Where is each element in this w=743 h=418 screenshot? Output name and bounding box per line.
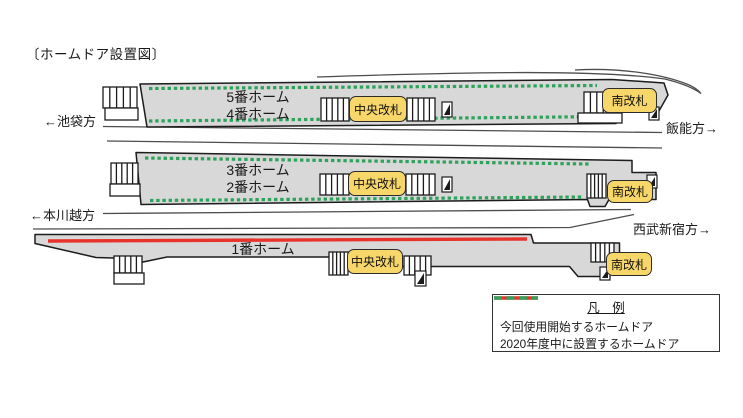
- central-gate-box-middle: 中央改札: [348, 171, 406, 196]
- legend-title: 凡 例: [587, 301, 625, 315]
- legend-item-planned-doors: 2020年度中に設置するホームドア: [493, 296, 719, 352]
- stairs-icon: [320, 97, 350, 122]
- central-gate-box-bottom: 中央改札: [347, 249, 403, 274]
- stairs-icon: [405, 173, 436, 196]
- track-line: [102, 208, 632, 215]
- legend-label-new-doors: 今回使用開始するホームドア: [500, 320, 654, 334]
- elevator-icons: [414, 101, 660, 287]
- planned-door-line-mid-lower: [149, 195, 584, 203]
- stairs-icon: [113, 255, 145, 285]
- platform-5-4-label: 5番ホーム 4番ホーム: [199, 89, 317, 123]
- platform-2-label: 2番ホーム: [226, 179, 290, 195]
- direction-label-seibushinjuku: 西武新宿方→: [633, 222, 712, 237]
- green-dashed-line-swatch: [494, 296, 538, 300]
- platform-1-label: 1番ホーム: [231, 241, 295, 257]
- track-line: [32, 213, 635, 230]
- track-line: [102, 125, 663, 134]
- direction-label-hanno: 飯能方→: [666, 121, 719, 136]
- platform-4-label: 4番ホーム: [226, 106, 290, 122]
- legend-box: 凡 例 今回使用開始するホームドア 2020年度中に設置するホームドア: [492, 294, 720, 352]
- elevator-icon: [441, 101, 453, 118]
- elevator-icon: [414, 270, 427, 287]
- stairs-icon: [328, 251, 349, 276]
- stairs-icon: [102, 86, 139, 121]
- central-gate-box-top: 中央改札: [349, 96, 407, 122]
- direction-label-honkawagoe: ←本川越方: [30, 208, 96, 223]
- platform-3-2-label: 3番ホーム 2番ホーム: [199, 162, 317, 196]
- track-lines: [32, 68, 702, 230]
- track-line: [574, 68, 702, 94]
- south-gate-box-middle: 南改札: [607, 180, 653, 203]
- track-line: [106, 140, 663, 149]
- stairs-icon: [406, 97, 436, 122]
- new-door-line-platform-1: [47, 237, 528, 243]
- stairs-icon: [109, 162, 141, 197]
- stairs-icon: [586, 173, 607, 199]
- south-gate-box-bottom: 南改札: [606, 252, 652, 276]
- legend-item-new-doors: 今回使用開始するホームドア: [493, 296, 719, 335]
- track-line: [316, 71, 702, 95]
- elevator-icon: [441, 176, 453, 193]
- legend-label-planned-doors: 2020年度中に設置するホームドア: [500, 337, 680, 351]
- stairs-icon: [319, 173, 350, 196]
- planned-door-line-top-upper: [148, 83, 598, 91]
- direction-label-ikebukuro: ←池袋方: [44, 114, 97, 129]
- platform-3-label: 3番ホーム: [226, 162, 290, 178]
- stairs-icons: [102, 86, 623, 285]
- south-gate-box-top: 南改札: [602, 88, 657, 113]
- page-title: 〔ホームドア設置図〕: [26, 47, 166, 62]
- platform-5-label: 5番ホーム: [226, 89, 290, 105]
